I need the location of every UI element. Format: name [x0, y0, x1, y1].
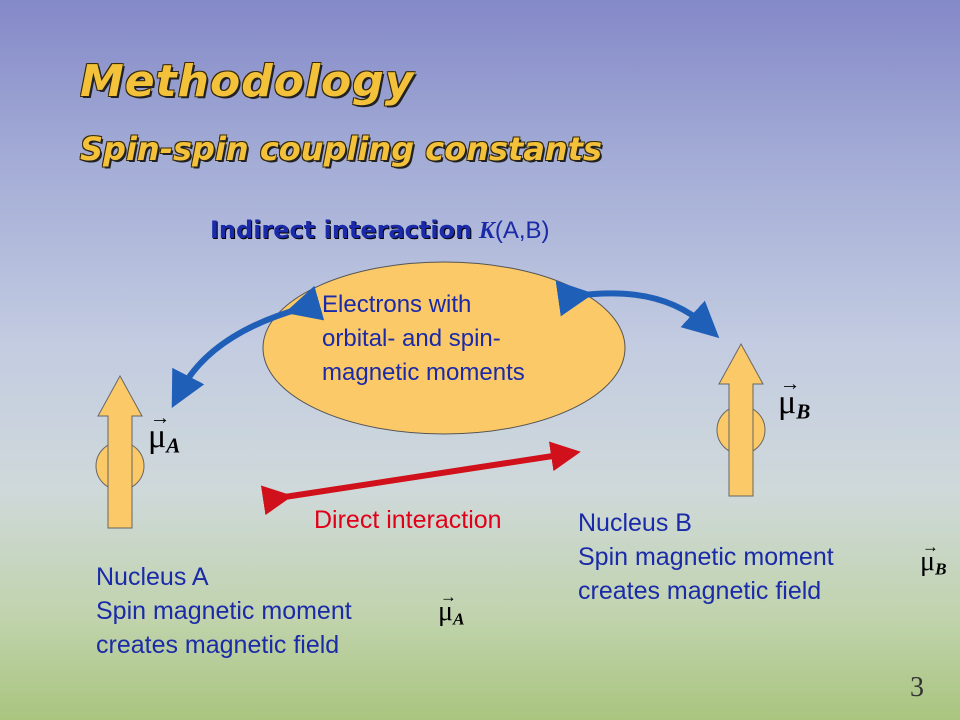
mu-b-inline-subscript: B	[935, 559, 947, 579]
nucleus-a-name: Nucleus A	[96, 563, 209, 591]
mu-a-near-nucleus: μA	[148, 407, 181, 458]
direct-interaction-arrow	[260, 441, 581, 516]
nucleus-b-field-line: creates magnetic field	[578, 577, 822, 605]
indirect-coupling-arrow-left	[171, 285, 325, 408]
nucleus-a-spin-arrow	[97, 374, 143, 529]
mu-b-inline-symbol: μ	[920, 537, 939, 578]
nucleus-a-graphic	[95, 374, 145, 529]
page-number: 3	[910, 672, 924, 703]
direct-interaction-label: Direct interaction	[314, 506, 502, 534]
electron-label-line-3: magnetic moments	[322, 359, 525, 386]
indirect-interaction-heading: Indirect interaction K(A,B)	[210, 216, 550, 245]
nucleus-b-spin-arrow	[718, 342, 764, 497]
indirect-coupling-arrow-right	[555, 280, 720, 339]
mu-a-inline-subscript: A	[453, 609, 465, 629]
nucleus-a-description: Nucleus A Spin magnetic moment creates m…	[96, 560, 352, 662]
electron-label-line-1: Electrons with	[322, 291, 472, 318]
slide-title: Methodology	[80, 56, 415, 107]
nucleus-a-field-line: creates magnetic field	[96, 631, 340, 659]
electron-cloud-label: Electrons with orbital- and spin- magnet…	[322, 288, 612, 390]
mu-b-inline: μB	[920, 537, 947, 579]
electron-label-line-2: orbital- and spin-	[322, 325, 501, 352]
nucleus-b-name: Nucleus B	[578, 509, 692, 537]
mu-b-symbol: μ	[778, 373, 801, 422]
mu-b-subscript: B	[796, 399, 811, 424]
nucleus-b-graphic	[716, 342, 766, 497]
mu-a-subscript: A	[166, 433, 181, 458]
nucleus-b-moment-line: Spin magnetic moment	[578, 540, 834, 574]
mu-a-inline-symbol: μ	[438, 587, 457, 628]
nucleus-a-moment-text: Spin magnetic moment	[96, 597, 352, 625]
mu-b-near-nucleus: μB	[778, 373, 811, 424]
nucleus-a-moment-line: Spin magnetic moment	[96, 594, 352, 628]
slide-subtitle: Spin-spin coupling constants	[80, 130, 603, 168]
coupling-args: (A,B)	[494, 217, 550, 244]
nucleus-b-description: Nucleus B Spin magnetic moment creates m…	[578, 506, 834, 608]
mu-a-inline: μA	[438, 587, 465, 629]
coupling-symbol-k: K	[478, 218, 495, 244]
nucleus-b-moment-text: Spin magnetic moment	[578, 543, 834, 571]
mu-a-symbol: μ	[148, 407, 171, 456]
indirect-interaction-label: Indirect interaction	[210, 216, 473, 244]
